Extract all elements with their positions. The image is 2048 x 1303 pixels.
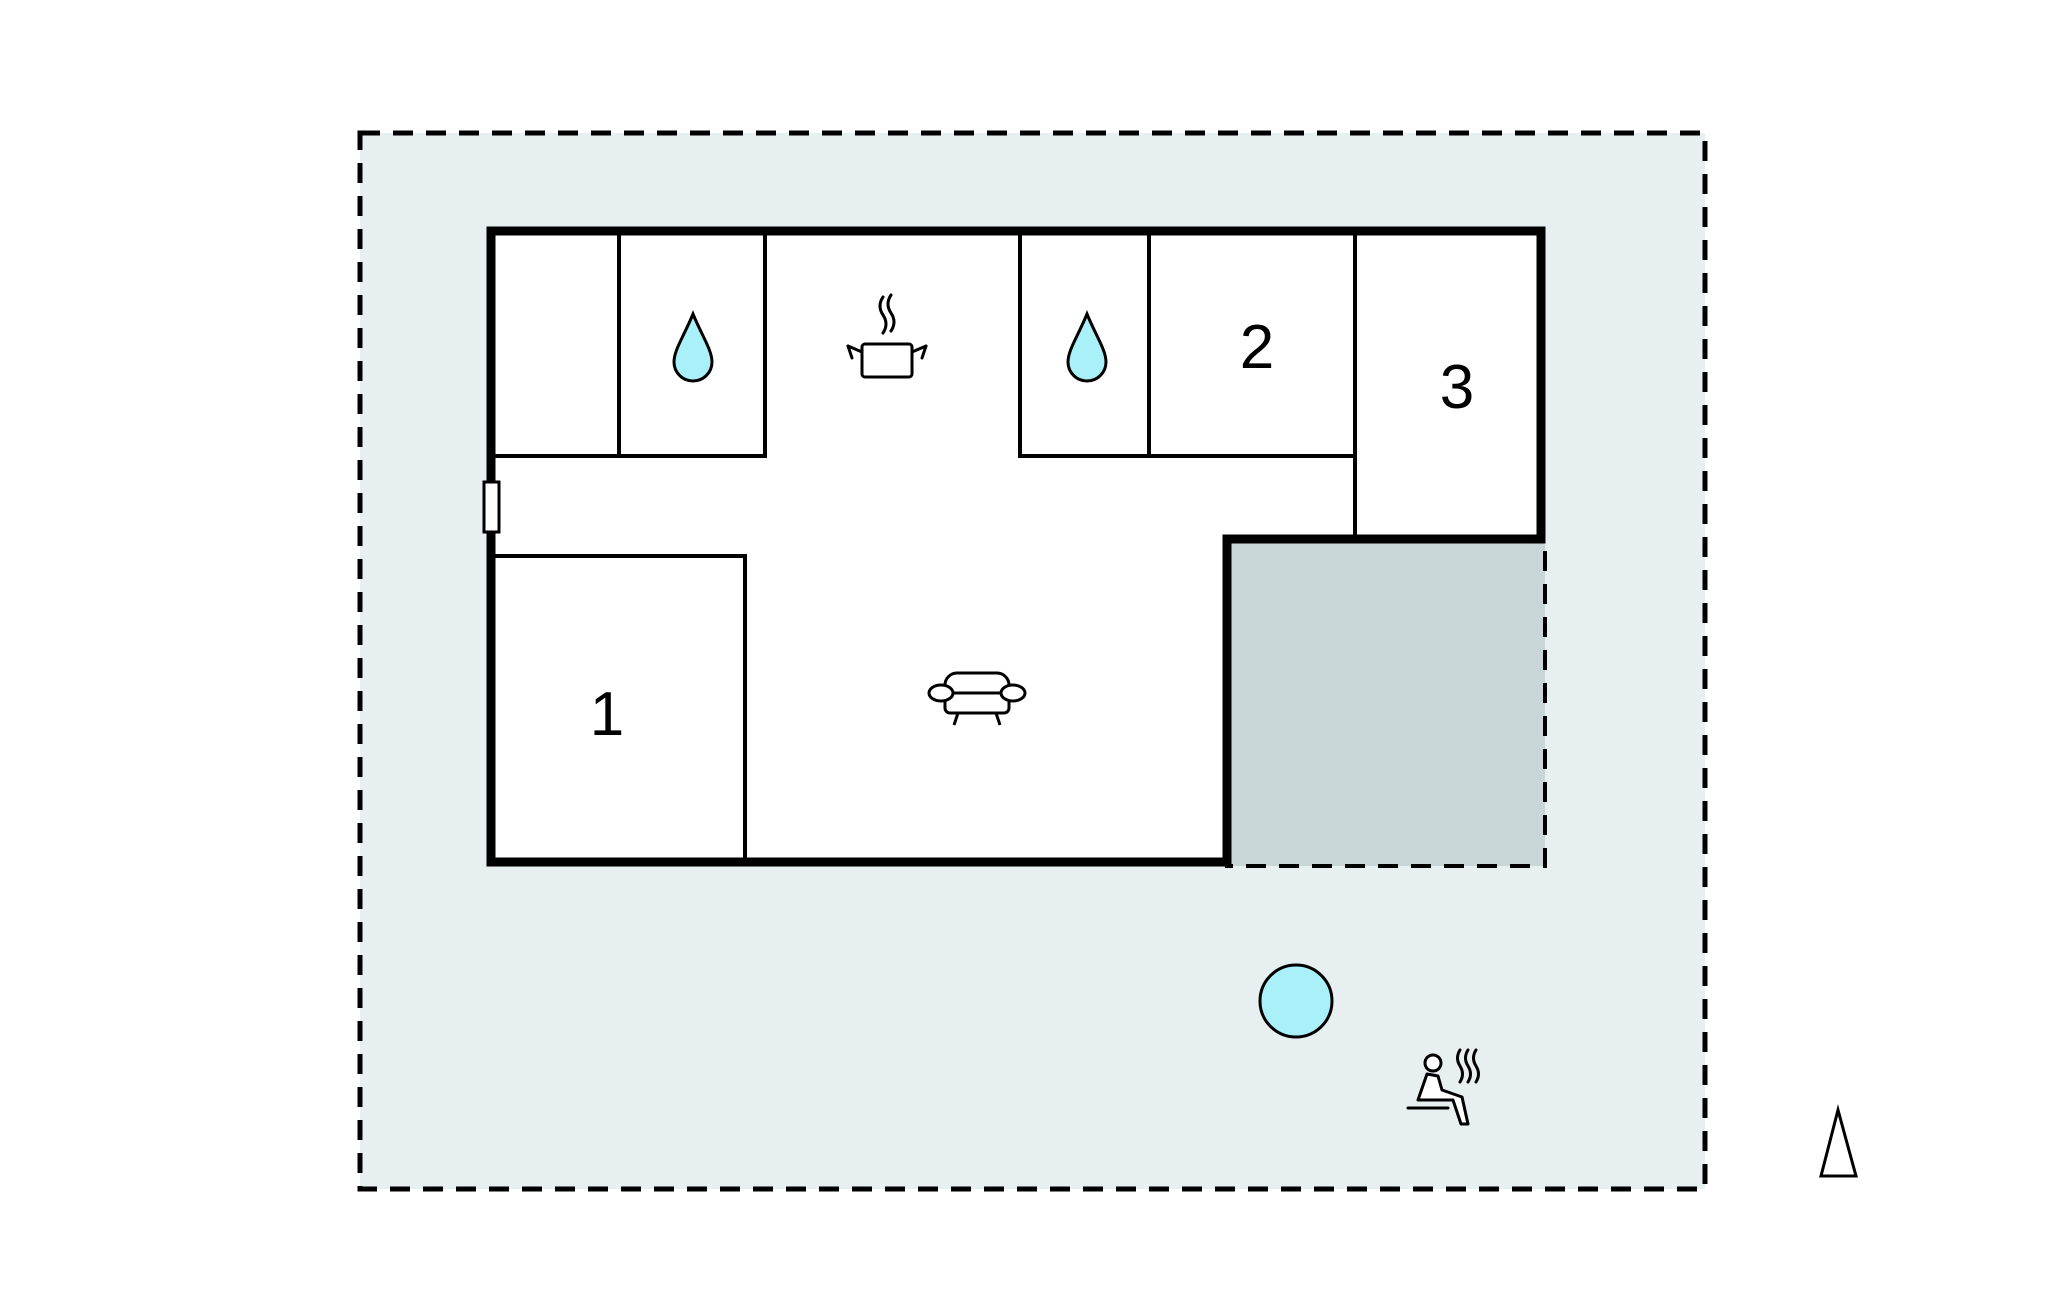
sofa-icon <box>927 671 1027 726</box>
north-arrow-icon <box>1819 1104 1858 1178</box>
water-drop-icon <box>1066 310 1108 383</box>
sauna-icon <box>1406 1048 1480 1126</box>
terrace-area <box>1225 537 1547 868</box>
room-3-label: 3 <box>1440 353 1474 422</box>
pool-icon <box>1258 963 1334 1039</box>
interior-walls <box>491 233 1357 860</box>
door-icon <box>482 480 501 534</box>
house-interior <box>491 231 1541 862</box>
room-1-label: 1 <box>590 680 624 749</box>
cooking-pot-icon <box>846 293 928 379</box>
water-drop-icon <box>672 310 714 383</box>
exterior-walls <box>486 226 1546 867</box>
room-2-label: 2 <box>1240 313 1274 382</box>
